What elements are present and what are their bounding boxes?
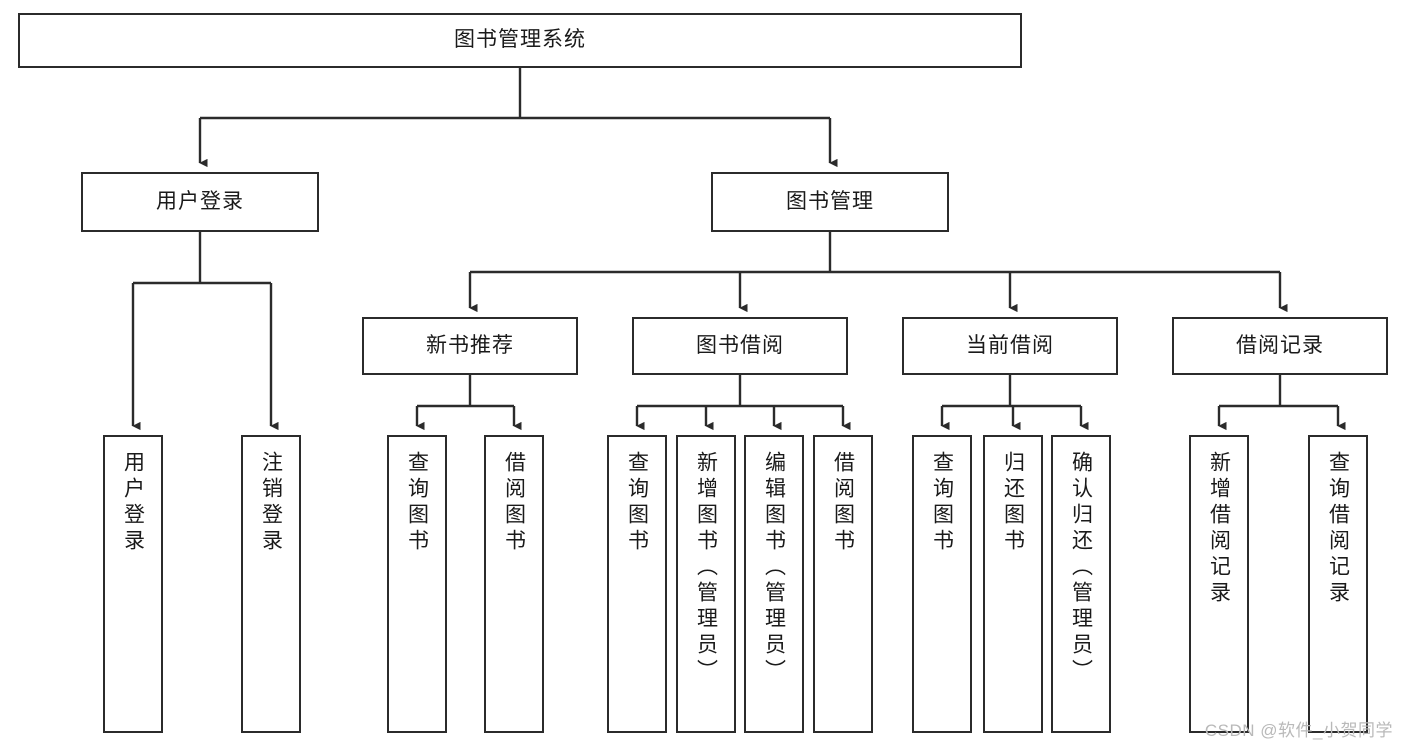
node-label: 图书管理系统: [454, 28, 586, 52]
node-borrow[interactable]: 图书借阅: [632, 317, 848, 375]
node-l-bo-edit[interactable]: 编辑图书（管理员）: [744, 435, 804, 733]
node-current[interactable]: 当前借阅: [902, 317, 1118, 375]
node-label: 查询图书: [930, 451, 954, 555]
node-label: 查询图书: [625, 451, 649, 555]
node-label: 借阅图书: [831, 451, 855, 555]
node-label: 新增借阅记录: [1207, 451, 1231, 607]
node-login[interactable]: 用户登录: [81, 172, 319, 232]
node-label: 查询借阅记录: [1326, 451, 1350, 607]
node-l-nb-query[interactable]: 查询图书: [387, 435, 447, 733]
node-label: 编辑图书（管理员）: [762, 451, 786, 685]
node-l-bo-borrow[interactable]: 借阅图书: [813, 435, 873, 733]
node-label: 图书管理: [786, 189, 874, 213]
node-label: 查询图书: [405, 451, 429, 555]
node-l-cu-return[interactable]: 归还图书: [983, 435, 1043, 733]
node-l-login[interactable]: 用户登录: [103, 435, 163, 733]
node-l-bo-add[interactable]: 新增图书（管理员）: [676, 435, 736, 733]
node-l-nb-borrow[interactable]: 借阅图书: [484, 435, 544, 733]
node-label: 借阅图书: [502, 451, 526, 555]
node-label: 图书借阅: [696, 333, 784, 357]
csdn-watermark: CSDN @软件_小贺同学: [1204, 721, 1393, 740]
node-newbook[interactable]: 新书推荐: [362, 317, 578, 375]
node-label: 新书推荐: [426, 333, 514, 357]
node-l-logout[interactable]: 注销登录: [241, 435, 301, 733]
node-l-re-add[interactable]: 新增借阅记录: [1189, 435, 1249, 733]
node-label: 当前借阅: [966, 333, 1054, 357]
node-label: 确认归还（管理员）: [1069, 451, 1093, 685]
node-label: 用户登录: [121, 451, 145, 555]
node-label: 新增图书（管理员）: [694, 451, 718, 685]
node-records[interactable]: 借阅记录: [1172, 317, 1388, 375]
node-l-cu-conf[interactable]: 确认归还（管理员）: [1051, 435, 1111, 733]
node-bookmgmt[interactable]: 图书管理: [711, 172, 949, 232]
node-label: 注销登录: [259, 451, 283, 555]
node-label: 借阅记录: [1236, 333, 1324, 357]
node-label: 用户登录: [156, 189, 244, 213]
node-l-bo-query[interactable]: 查询图书: [607, 435, 667, 733]
node-label: 归还图书: [1001, 451, 1025, 555]
node-root[interactable]: 图书管理系统: [18, 13, 1022, 68]
node-l-cu-query[interactable]: 查询图书: [912, 435, 972, 733]
node-l-re-query[interactable]: 查询借阅记录: [1308, 435, 1368, 733]
